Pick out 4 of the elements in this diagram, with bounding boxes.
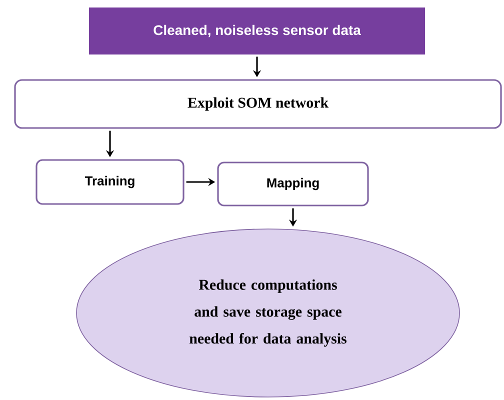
process-box: Exploit SOM network — [14, 79, 502, 129]
process-box: Training — [36, 159, 184, 205]
input-box: Cleaned, noiseless sensor data — [89, 8, 425, 54]
process-box: Mapping — [217, 162, 369, 206]
